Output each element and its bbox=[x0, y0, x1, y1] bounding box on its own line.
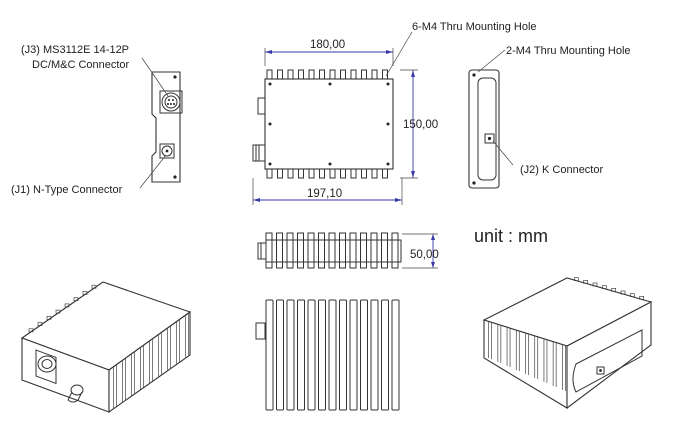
unit-label: unit : mm bbox=[474, 226, 548, 246]
dim-150: 150,00 bbox=[403, 119, 438, 131]
m4-2-label: 2-M4 Thru Mounting Hole bbox=[506, 45, 631, 57]
top-view bbox=[252, 31, 418, 205]
iso-view-left bbox=[20, 281, 192, 414]
j1-connector-icon bbox=[159, 143, 175, 159]
j3-label-line1: (J3) MS3112E 14-12P bbox=[21, 44, 129, 56]
j1-label: (J1) N-Type Connector bbox=[11, 184, 123, 196]
iso-right-j2-connector-icon bbox=[596, 366, 605, 375]
dim-50: 50,00 bbox=[410, 249, 439, 261]
iso-view-right bbox=[482, 277, 653, 410]
j3-label-line2: DC/M&C Connector bbox=[32, 59, 130, 71]
j2-connector-icon bbox=[484, 133, 495, 144]
bottom-view bbox=[255, 299, 400, 411]
m4-6-label: 6-M4 Thru Mounting Hole bbox=[412, 21, 537, 33]
j2-label: (J2) K Connector bbox=[520, 164, 603, 176]
side-view bbox=[257, 232, 438, 269]
dim-197: 197,10 bbox=[307, 188, 342, 200]
right-end-view bbox=[468, 49, 514, 189]
j3-connector-icon bbox=[159, 90, 183, 114]
dim-180: 180,00 bbox=[310, 39, 345, 51]
iso-left-j1-connector-icon bbox=[67, 384, 84, 403]
left-end-view bbox=[139, 57, 183, 189]
